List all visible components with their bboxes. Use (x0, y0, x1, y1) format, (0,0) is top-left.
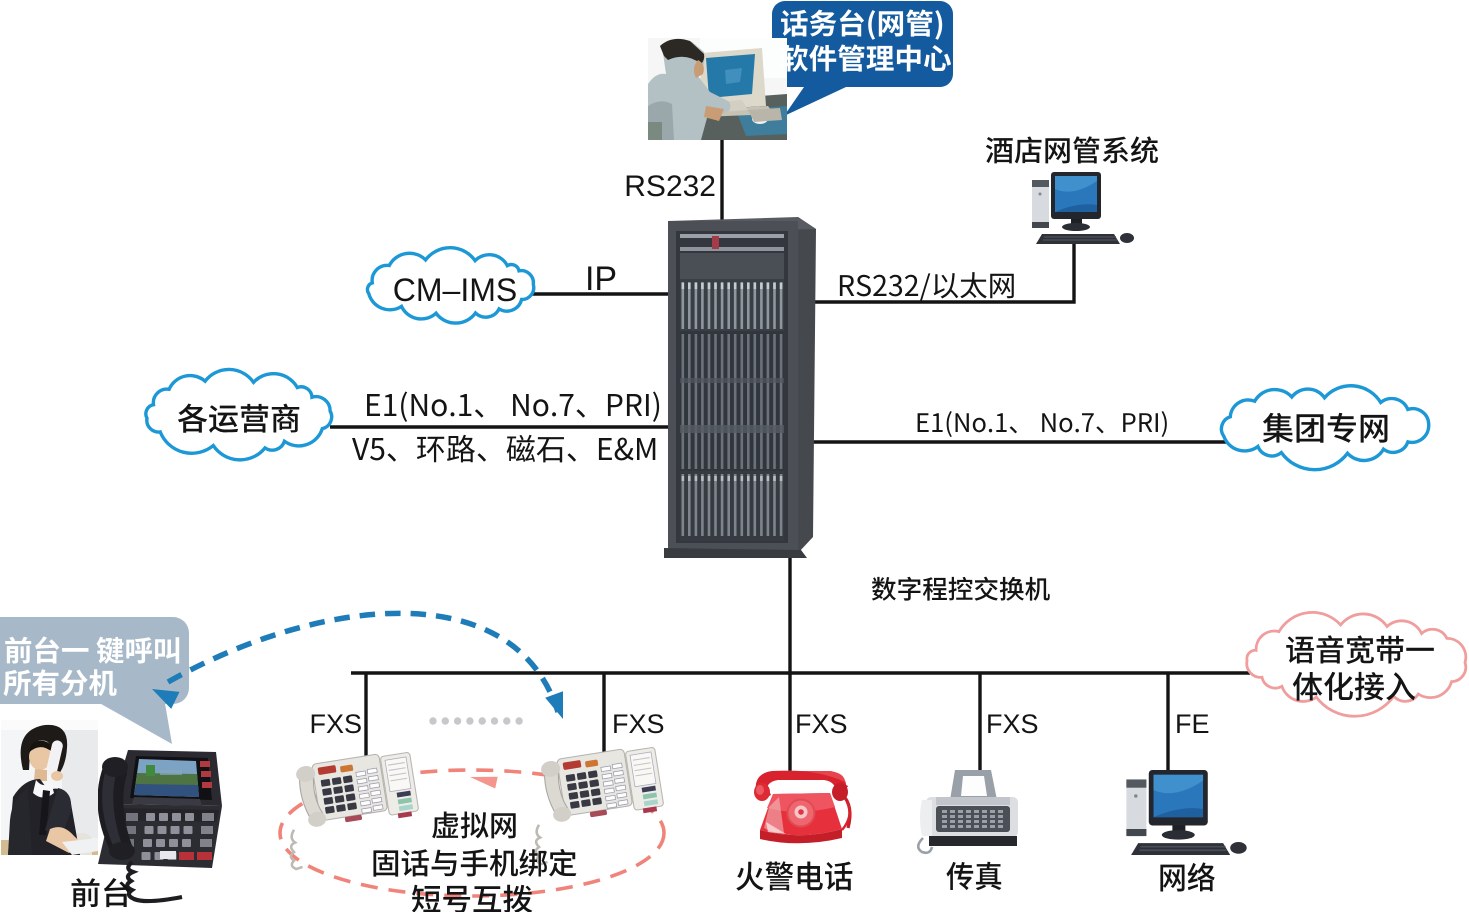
svg-text:CM–IMS: CM–IMS (393, 272, 517, 308)
svg-text:RS232: RS232 (624, 170, 716, 203)
svg-text:IP: IP (585, 260, 617, 298)
svg-text:FXS: FXS (309, 709, 362, 739)
svg-text:FXS: FXS (612, 709, 665, 739)
svg-text:FE: FE (1175, 709, 1210, 739)
svg-text:FXS: FXS (795, 709, 848, 739)
svg-text:FXS: FXS (986, 709, 1039, 739)
